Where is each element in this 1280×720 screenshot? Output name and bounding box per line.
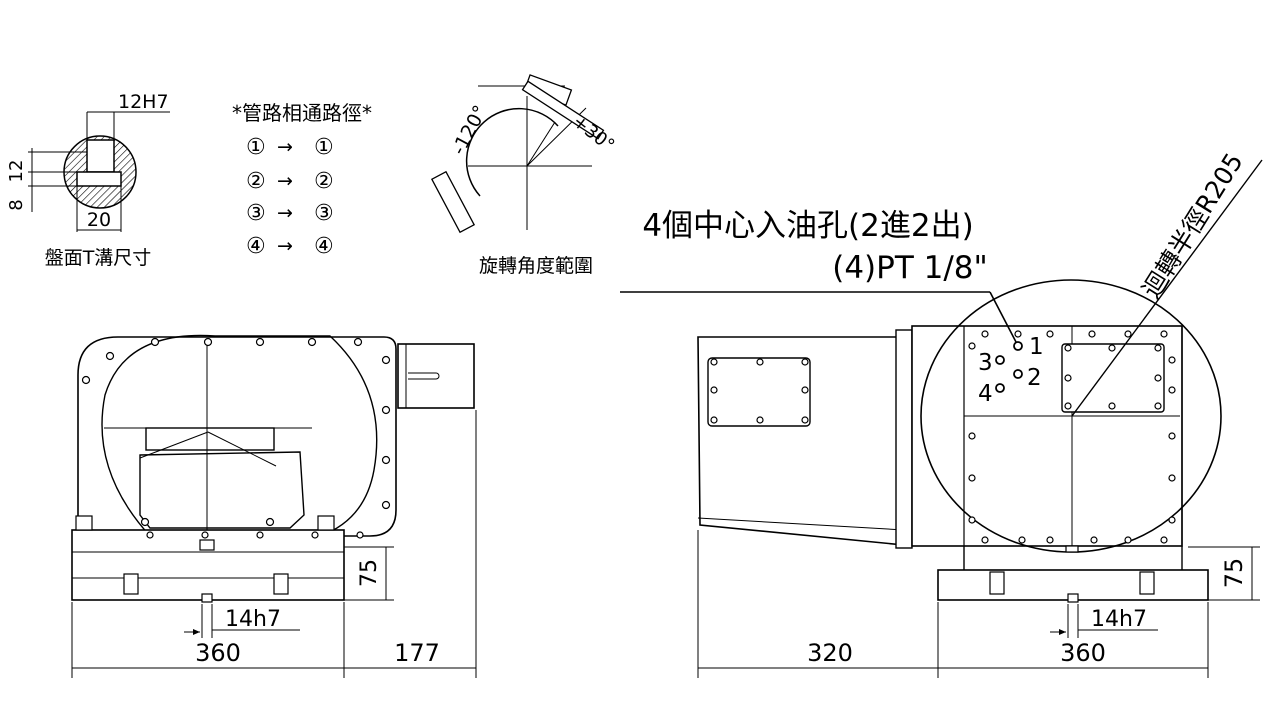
slot-bottom (76, 171, 122, 187)
slot-depth-label: 12 (6, 160, 27, 183)
port-1-label: 1 (1029, 334, 1044, 360)
motor-cover (397, 343, 475, 409)
pipe-from: ② (246, 169, 266, 194)
pipe-arrow: → (277, 202, 293, 224)
table-body (139, 451, 305, 529)
pipe-to: ④ (314, 234, 334, 259)
oil-thread-label: (4)PT 1/8" (832, 250, 988, 286)
pipe-arrow: → (277, 235, 293, 257)
pipe-to: ① (314, 135, 334, 160)
dim-14h7-right: 14h7 (1091, 607, 1147, 632)
oil-holes-label: 4個中心入油孔(2進2出) (642, 208, 973, 244)
pipe-path-row: ④ → ④ (246, 234, 334, 259)
pipe-path-legend: *管路相通路徑* ① → ① ② → ② ③ → ③ ④ → ④ (232, 101, 372, 259)
slot-neck (86, 139, 115, 173)
pipe-to: ③ (314, 201, 334, 226)
housing-inner-curve (101, 334, 378, 537)
dim-177: 177 (394, 639, 440, 667)
pipe-path-row: ② → ② (246, 169, 334, 194)
pipe-caption: *管路相通路徑* (232, 101, 372, 125)
t-slot-detail: 12H7 12 8 20 盤面T溝尺寸 (6, 91, 170, 269)
pipe-from: ③ (246, 201, 266, 226)
bolt (273, 573, 289, 595)
dim-360-right: 360 (1060, 639, 1106, 667)
angle-minus-label: -120° (448, 102, 492, 159)
angle-caption: 旋轉角度範圍 (479, 255, 593, 277)
top-cover-plate (1061, 343, 1165, 413)
pipe-path-row: ① → ① (246, 135, 334, 160)
radius-label: 迴轉半徑R205 (1137, 148, 1249, 303)
rotation-angle-detail: -120° +30° 旋轉角度範圍 (430, 74, 618, 277)
pipe-arrow: → (277, 170, 293, 192)
pipe-from: ① (246, 135, 266, 160)
oil-port-group (995, 341, 1023, 393)
plus-limit-bar (521, 80, 605, 140)
dim-360-left: 360 (195, 639, 241, 667)
front-view-left (71, 334, 475, 603)
pipe-arrow: → (277, 136, 293, 158)
port-3-label: 3 (978, 350, 993, 376)
flange (895, 329, 913, 549)
pipe-from: ④ (246, 234, 266, 259)
angle-plus-label: +30° (568, 111, 618, 156)
dim-75-right: 75 (1220, 558, 1248, 589)
minus-limit-block (430, 170, 476, 234)
slot-caption: 盤面T溝尺寸 (45, 247, 152, 269)
pipe-to: ② (314, 169, 334, 194)
dim-75-left: 75 (357, 559, 382, 587)
slot-bottom-label: 20 (87, 209, 111, 231)
bolt (123, 573, 139, 595)
slot-width-label: 12H7 (118, 91, 169, 113)
dim-320: 320 (807, 639, 853, 667)
side-view-right: 1 2 3 4 (697, 279, 1222, 603)
dim-14h7-left: 14h7 (225, 607, 281, 632)
table-top-block (145, 427, 275, 451)
port-4-label: 4 (978, 381, 993, 407)
radius-leader (1071, 159, 1263, 417)
port-2-label: 2 (1027, 365, 1042, 391)
rotation-arc (465, 107, 559, 197)
pipe-path-row: ③ → ③ (246, 201, 334, 226)
slot-offset-label: 8 (6, 199, 27, 210)
left-dimensions: 75 14h7 360 177 (71, 410, 477, 678)
side-cover-plate (707, 357, 811, 427)
